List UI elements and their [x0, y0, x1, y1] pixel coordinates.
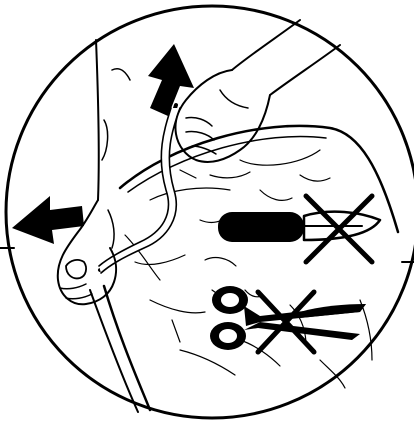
drawstring — [99, 105, 180, 273]
upper-hand — [175, 20, 340, 162]
arrow-up-icon — [148, 44, 194, 116]
knife-prohibited-icon — [218, 196, 380, 262]
scissors-prohibited-icon — [210, 286, 366, 352]
arrow-left-icon — [12, 196, 84, 244]
wrapped-bag — [90, 126, 398, 412]
lower-hand — [58, 40, 130, 304]
